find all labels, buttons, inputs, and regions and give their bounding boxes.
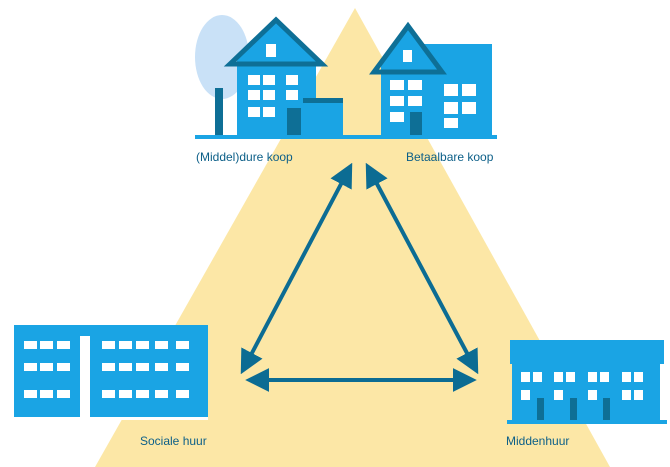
- semi-detached-house-icon: [369, 21, 492, 135]
- ground-line-top: [195, 135, 497, 139]
- apartment-block-icon: [14, 325, 208, 420]
- arrow-left-top: [240, 162, 353, 375]
- label-sociale-huur: Sociale huur: [140, 434, 207, 448]
- label-middenhuur: Middenhuur: [506, 434, 570, 448]
- arrow-right-top: [365, 162, 479, 375]
- label-middel-dure-koop: (Middel)dure koop: [196, 150, 293, 164]
- label-betaalbare-koop: Betaalbare koop: [406, 150, 494, 164]
- arrows: [240, 162, 479, 392]
- row-houses-icon: [507, 340, 667, 424]
- detached-house-icon: [195, 15, 343, 136]
- background-triangle: [95, 8, 610, 467]
